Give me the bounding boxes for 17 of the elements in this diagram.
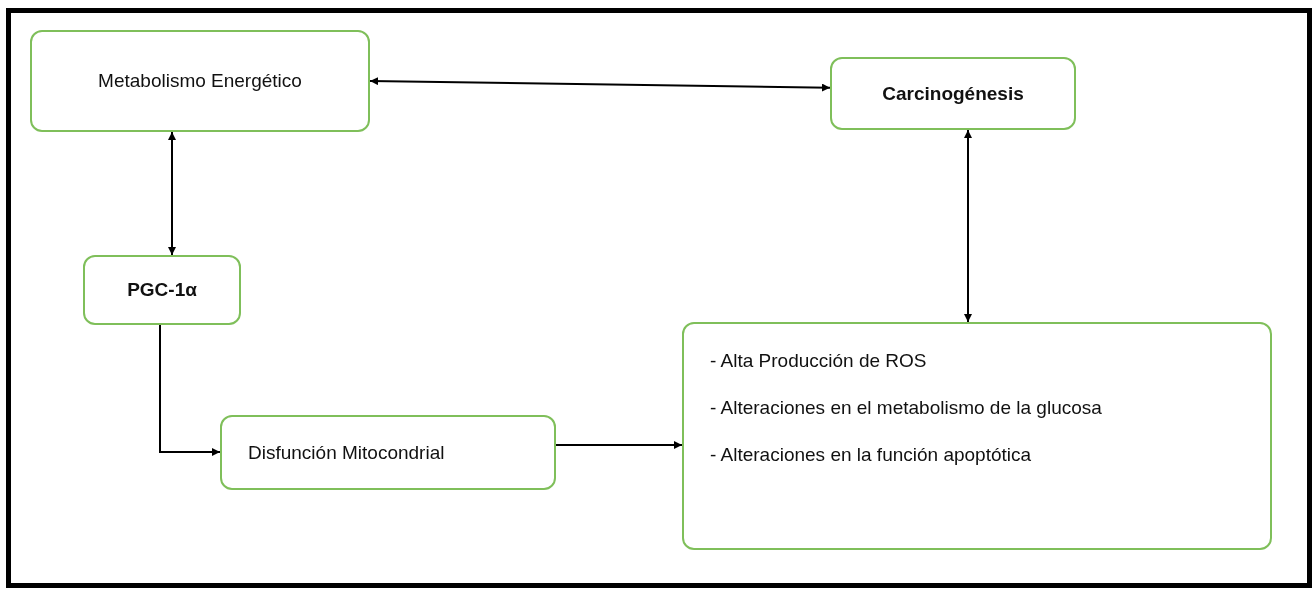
process-box [83, 255, 241, 325]
arrow [555, 441, 683, 449]
arrow [369, 77, 831, 92]
arrow [168, 131, 176, 256]
process-box [682, 322, 1272, 550]
node-label: Disfunción Mitocondrial [248, 441, 446, 464]
node-label: - Alta Producción de ROS [710, 350, 928, 372]
node-label: Carcinogénesis [881, 82, 1025, 105]
node-label: - Alteraciones en la función apoptótica [710, 444, 1033, 466]
process-box [830, 57, 1076, 130]
node-label: PGC-1α [126, 279, 198, 301]
node-label: Metabolismo Energético [97, 70, 303, 92]
process-box [220, 415, 556, 490]
arrow [964, 129, 972, 323]
process-box [30, 30, 370, 132]
node-label: - Alteraciones en el metabolismo de la glucosa [710, 397, 1103, 419]
arrow [159, 324, 221, 456]
